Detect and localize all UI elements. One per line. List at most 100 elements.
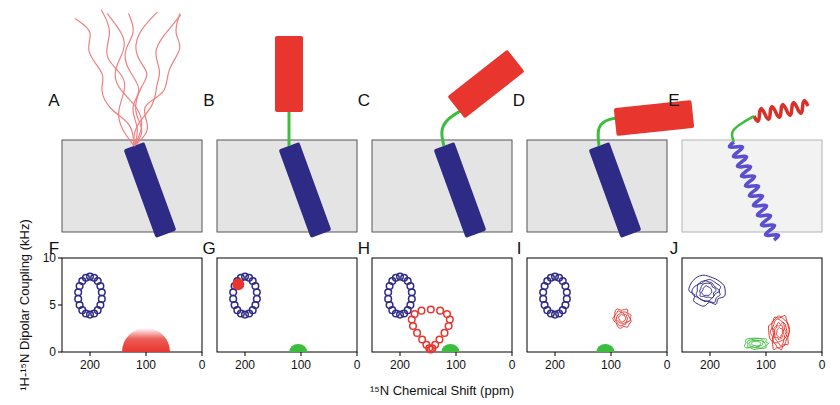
x-tick bbox=[512, 352, 513, 356]
panel-letter: G bbox=[202, 240, 215, 257]
soluble-domain bbox=[447, 50, 524, 119]
x-tick bbox=[667, 352, 668, 356]
x-tick-label: 200 bbox=[80, 359, 100, 371]
panel-letter: J bbox=[670, 240, 679, 257]
spectrum-panel bbox=[58, 258, 202, 356]
disordered-domain-trace bbox=[75, 18, 134, 146]
x-tick bbox=[146, 352, 147, 356]
panel-letter: E bbox=[668, 92, 679, 109]
x-tick bbox=[301, 352, 302, 356]
tm-helix-resonance-ring bbox=[75, 296, 82, 303]
x-tick bbox=[822, 352, 823, 356]
cartoon-panel bbox=[217, 36, 357, 238]
tm-helix-resonance-ring bbox=[409, 289, 416, 296]
plot-frame bbox=[527, 258, 667, 352]
x-tick-label: 0 bbox=[199, 359, 206, 371]
x-tick-label: 200 bbox=[545, 359, 565, 371]
x-tick-label: 0 bbox=[819, 359, 826, 371]
linker-peak bbox=[441, 344, 459, 352]
x-tick bbox=[456, 352, 457, 356]
soluble-domain-resonance-ring bbox=[418, 307, 425, 314]
disordered-domain-trace bbox=[134, 14, 180, 146]
disordered-domain-trace bbox=[134, 15, 181, 146]
x-tick bbox=[245, 352, 246, 356]
x-tick bbox=[400, 352, 401, 356]
spectrum-panel bbox=[682, 258, 822, 356]
soluble-domain-resonance-ring bbox=[419, 336, 426, 343]
tm-helix-contour bbox=[692, 279, 721, 302]
cartoon-panel bbox=[62, 10, 202, 238]
transmembrane-helix bbox=[279, 142, 332, 238]
soluble-domain bbox=[614, 100, 694, 136]
panel-letter: C bbox=[358, 92, 370, 109]
y-axis-title: ¹H-¹⁵N Dipolar Coupling (kHz) bbox=[18, 219, 31, 391]
tm-helix-resonance-ring bbox=[548, 274, 555, 281]
soluble-domain-contour bbox=[776, 328, 782, 338]
panel-letter: D bbox=[513, 92, 525, 109]
tm-helix-resonance-ring bbox=[385, 296, 392, 303]
panel-letter: I bbox=[517, 240, 522, 257]
soluble-domain-contour bbox=[616, 312, 627, 324]
soluble-domain-contour bbox=[618, 314, 625, 322]
x-tick bbox=[90, 352, 91, 356]
tm-helix-resonance-ring bbox=[83, 274, 90, 281]
x-tick bbox=[611, 352, 612, 356]
y-tick-label: 0 bbox=[49, 346, 56, 358]
cartoon-panel bbox=[372, 50, 525, 238]
y-tick bbox=[58, 352, 62, 353]
soluble-domain-resonance-ring bbox=[428, 306, 435, 313]
tm-helix-contour bbox=[700, 283, 716, 298]
tm-helix-contour bbox=[689, 275, 725, 306]
linker bbox=[442, 110, 462, 146]
soluble-domain-resonance-ring bbox=[445, 323, 452, 330]
soluble-domain bbox=[275, 36, 303, 112]
tm-helix-resonance-ring bbox=[230, 296, 237, 303]
tm-helix-resonance-ring bbox=[99, 289, 106, 296]
x-tick-label: 0 bbox=[509, 359, 516, 371]
x-tick bbox=[357, 352, 358, 356]
transmembrane-helix bbox=[589, 142, 642, 238]
panel-letter: H bbox=[358, 240, 370, 257]
linker-peak bbox=[596, 344, 614, 352]
tm-helix-resonance-ring bbox=[564, 289, 571, 296]
tm-helix-resonance-ring bbox=[540, 296, 547, 303]
plot-frame bbox=[682, 258, 822, 352]
x-tick bbox=[710, 352, 711, 356]
tm-helix-contour bbox=[702, 286, 712, 296]
tm-helix-contour bbox=[696, 281, 719, 302]
transmembrane-helix bbox=[434, 142, 487, 238]
soluble-domain-contour bbox=[774, 322, 786, 342]
tm-helix-resonance-ring bbox=[254, 289, 261, 296]
soluble-domain-contour bbox=[768, 315, 789, 350]
soluble-domain-resonance-ring bbox=[447, 316, 454, 323]
linker-contour bbox=[752, 341, 762, 346]
linker-contour bbox=[745, 338, 769, 350]
x-tick-label: 100 bbox=[756, 359, 776, 371]
x-tick bbox=[202, 352, 203, 356]
y-tick-label: 5 bbox=[49, 299, 56, 311]
disordered-domain-trace bbox=[101, 10, 134, 146]
spectrum-panel bbox=[217, 258, 357, 356]
soluble-domain-contour bbox=[770, 316, 789, 348]
tm-helix-resonance-ring bbox=[393, 274, 400, 281]
soluble-domain-peak bbox=[232, 278, 244, 290]
x-tick bbox=[555, 352, 556, 356]
plot-frame bbox=[372, 258, 512, 352]
x-tick-label: 200 bbox=[700, 359, 720, 371]
x-tick-label: 0 bbox=[664, 359, 671, 371]
x-tick bbox=[766, 352, 767, 356]
soluble-domain-resonance-ring bbox=[410, 323, 417, 330]
soluble-domain-resonance-ring bbox=[441, 330, 448, 337]
linker-contour bbox=[749, 340, 764, 347]
linker bbox=[288, 112, 291, 146]
cartoon-panel bbox=[682, 101, 822, 240]
linker-peak bbox=[289, 344, 307, 352]
disordered-domain-trace bbox=[107, 14, 141, 146]
loop bbox=[732, 116, 754, 142]
transmembrane-helix bbox=[124, 142, 177, 238]
panel-letter: B bbox=[203, 92, 214, 109]
soluble-domain-resonance-ring bbox=[411, 311, 418, 318]
linker bbox=[598, 118, 617, 146]
